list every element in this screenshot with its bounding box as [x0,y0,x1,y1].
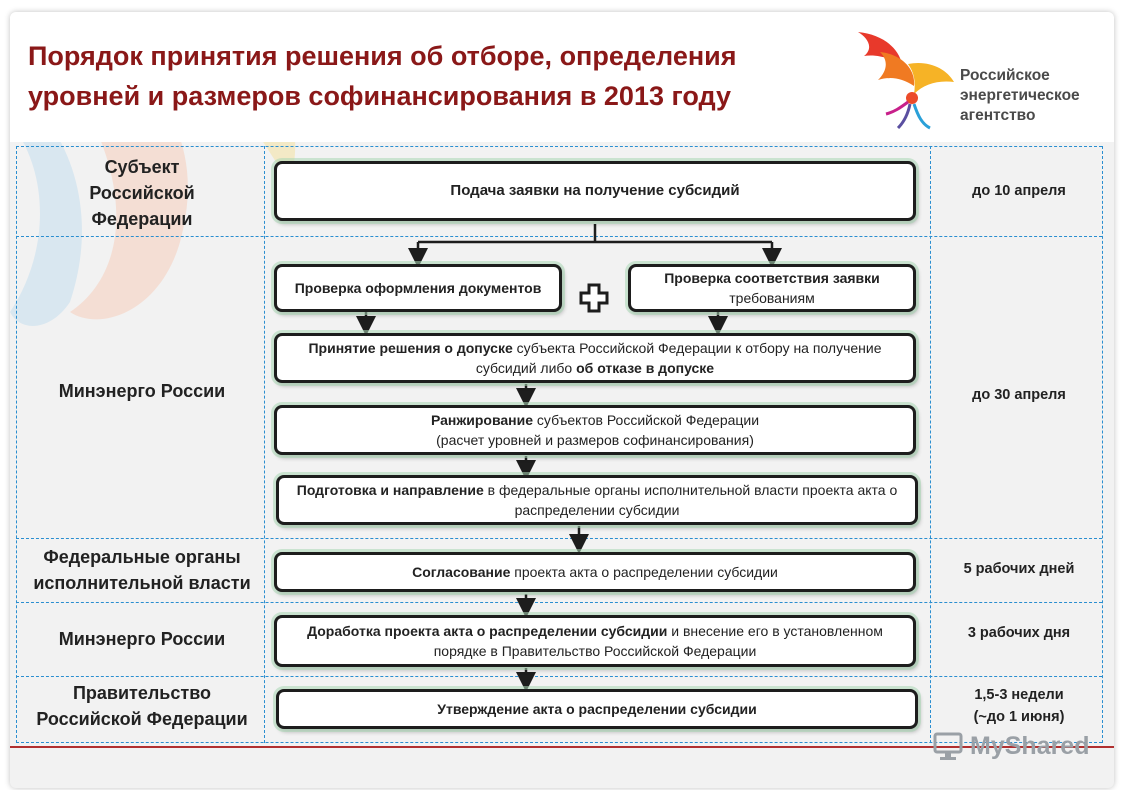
step-ranking-line-2: (расчет уровней и размеров софинансирова… [436,432,754,448]
step-prepare: Подготовка и направление в федеральные о… [276,475,918,525]
monitor-icon [933,732,963,760]
deadline-3: 5 рабочих дней [963,561,1075,577]
step-refine-bold: Доработка проекта акта о распределении с… [307,623,668,639]
actor-government: Правительство Российской Федерации [16,680,268,732]
slide: Порядок принятия решения об отборе, опре… [10,12,1114,788]
row-divider [16,236,1102,237]
actor-subject-line: Федерации [91,209,193,229]
actor-federal: Федеральные органы исполнительной власти [16,544,268,596]
page-title: Порядок принятия решения об отборе, опре… [28,36,848,116]
deadline-5-line: (~до 1 июня) [973,709,1065,725]
column-divider [930,146,931,743]
step-agree: Согласование проекта акта о распределени… [274,552,916,592]
step-prepare-rest: в федеральные органы исполнительной влас… [483,482,902,518]
deadline-1: до 10 апреля [972,183,1066,199]
actor-subject-line: Российской [89,183,195,203]
logo-line-1: Российское [960,67,1050,84]
actor-subject: Субъект Российской Федерации [16,154,268,232]
actor-subject-line: Субъект [104,157,180,177]
column-divider [264,146,265,743]
logo-line-3: агентство [960,107,1036,124]
step-admission-rest: субъекта Российской Федерации к отбору н… [475,340,886,376]
actor-federal-line: исполнительной власти [33,573,251,593]
step-admission: Принятие решения о допуске субъекта Росс… [274,333,916,383]
logo-line-2: энергетическое [960,87,1080,104]
step-admission-bold-2: об отказе в допуске [576,360,715,376]
step-ranking: Ранжирование субъектов Российской Федера… [274,405,916,455]
deadline-2: до 30 апреля [972,387,1066,403]
step-check-requirements: Проверка соответствия заявки требованиям [628,264,916,312]
row-divider [16,538,1102,539]
step-admission-bold-1: Принятие решения о допуске [308,340,513,356]
actor-federal-line: Федеральные органы [43,547,241,567]
process-table: Субъект Российской Федерации Минэнерго Р… [16,146,1103,743]
step-agree-rest: проекта акта о распределении субсидии [510,564,778,580]
logo-text: Российское энергетическое агентство [960,66,1080,126]
step-refine-rest: и внесение его в установленном порядке в… [433,623,887,659]
actor-government-line: Правительство [72,683,212,703]
step-approve: Утверждение акта о распределении субсиди… [276,689,918,729]
footer-rule [10,746,1114,748]
step-check-req-bold: Проверка соответствия заявки [664,270,880,286]
step-check-req-rest: требованиям [729,290,815,306]
row-divider [16,676,1102,677]
deadline-5: 1,5-3 недели (~до 1 июня) [936,684,1102,728]
actor-minenergo-2: Минэнерго России [58,629,226,649]
step-agree-bold: Согласование [412,564,511,580]
step-ranking-bold: Ранжирование [430,412,534,428]
deadline-4: 3 рабочих дня [967,625,1071,641]
deadline-5-line: 1,5-3 недели [974,687,1064,703]
actor-government-line: Российской Федерации [36,709,248,729]
row-divider [16,602,1102,603]
step-ranking-rest: субъектов Российской Федерации [533,412,760,428]
logo: Российское энергетическое агентство [850,24,1110,134]
column-divider [16,146,17,743]
column-divider [1102,146,1103,743]
step-prepare-bold: Подготовка и направление [296,482,484,498]
title-line-1: Порядок принятия решения об отборе, опре… [28,41,737,71]
step-check-docs: Проверка оформления документов [274,264,562,312]
title-line-2: уровней и размеров софинансирования в 20… [28,81,731,111]
step-apply: Подача заявки на получение субсидий [274,161,916,221]
row-divider [16,146,1102,147]
step-refine: Доработка проекта акта о распределении с… [274,615,916,667]
watermark-text: MyShared [970,732,1090,760]
watermark: MyShared [932,728,1092,768]
bird-logo-icon [858,32,954,130]
row-divider [16,742,1102,743]
actor-minenergo-1: Минэнерго России [58,381,226,401]
